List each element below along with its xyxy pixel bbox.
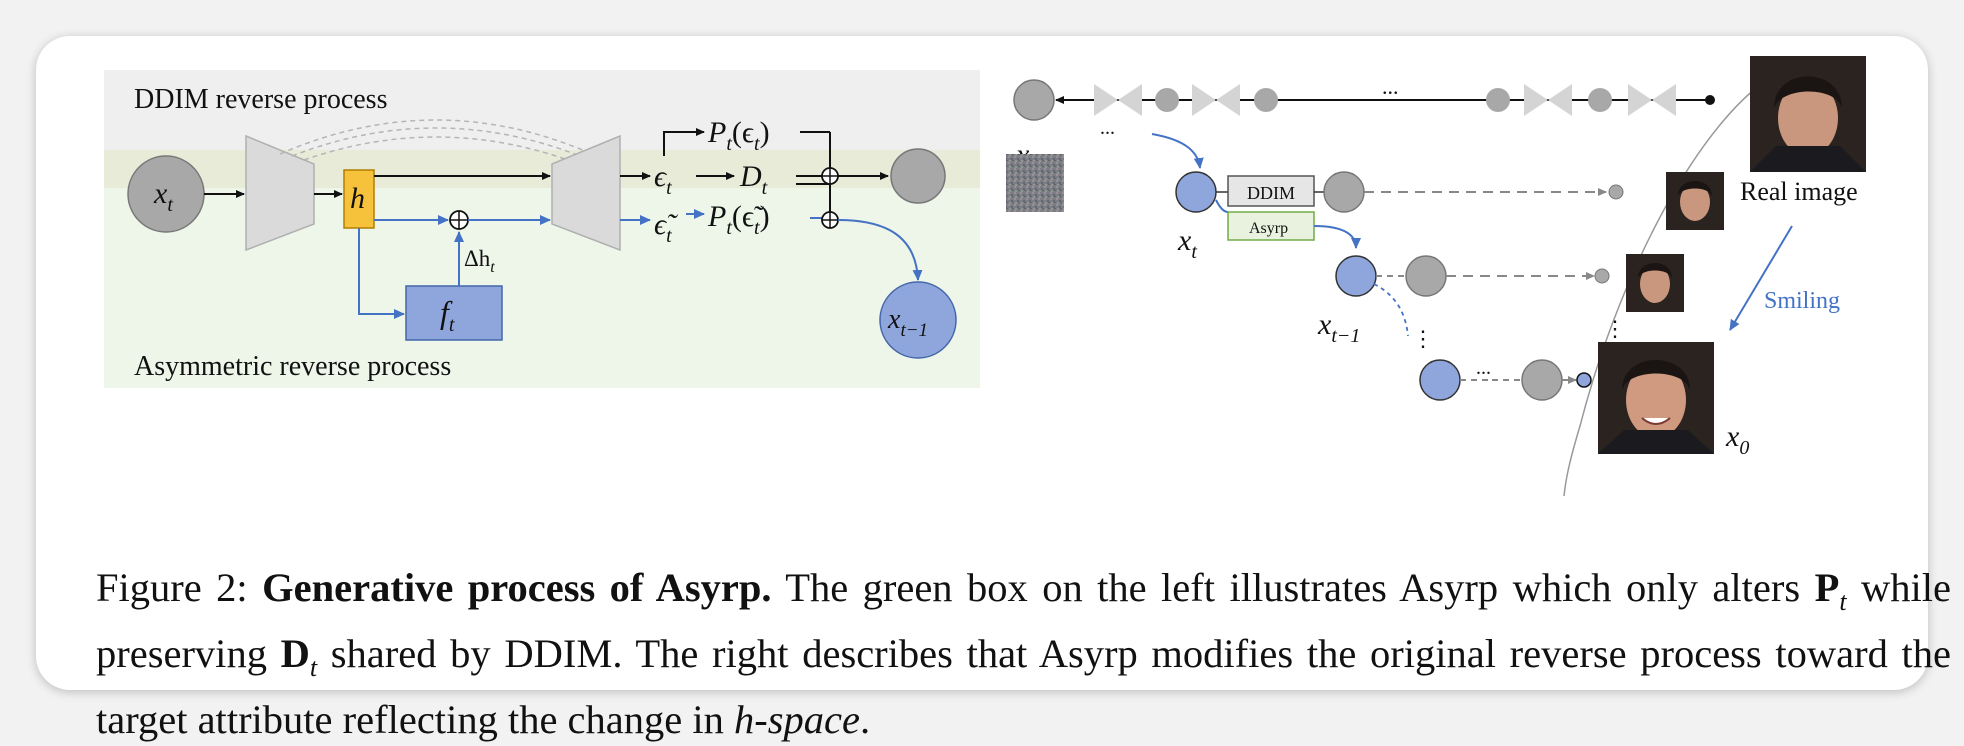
svg-text:xt: xt bbox=[1177, 224, 1197, 263]
svg-text:...: ... bbox=[1476, 357, 1491, 379]
caption-bold-title: Generative process of Asyrp. bbox=[262, 565, 772, 610]
face-thumb-1 bbox=[1666, 172, 1724, 230]
delta-h-label: Δht bbox=[464, 246, 495, 276]
figure-card: DDIM reverse process Asymmetric reverse … bbox=[36, 36, 1951, 742]
edited-image-x0 bbox=[1598, 342, 1714, 454]
x-0-endpoint bbox=[1576, 372, 1592, 388]
vdots-right: ⋮ bbox=[1604, 316, 1626, 341]
asyrp-box bbox=[1227, 211, 1315, 241]
right-panel: xT ... ... xt DDIM Asyrp bbox=[1006, 56, 1866, 497]
skip-connections bbox=[279, 119, 593, 161]
bowtie-blocks bbox=[1094, 84, 1676, 116]
svg-text:Asyrp: Asyrp bbox=[1249, 220, 1288, 237]
asymmetric-reverse-label: Asymmetric reverse process bbox=[134, 351, 451, 382]
svg-text:xt: xt bbox=[153, 177, 173, 216]
real-image bbox=[1750, 56, 1866, 172]
ddim-output-node bbox=[890, 148, 946, 204]
x-T-node bbox=[1013, 79, 1055, 121]
left-panel: DDIM reverse process Asymmetric reverse … bbox=[104, 70, 980, 388]
svg-text:DDIM: DDIM bbox=[1247, 183, 1295, 203]
svg-text:h: h bbox=[350, 182, 365, 215]
d-t-label: Dt bbox=[739, 160, 768, 199]
svg-text:xt−1: xt−1 bbox=[1317, 308, 1360, 347]
bottom-blue-node bbox=[1419, 359, 1461, 401]
unet-decoder bbox=[551, 134, 621, 252]
vdots-left: ⋮ bbox=[1412, 326, 1434, 351]
smiling-arrow bbox=[1729, 225, 1793, 331]
ddim-box bbox=[1227, 175, 1315, 207]
face-thumb-2 bbox=[1626, 254, 1684, 312]
svg-text:xt−1: xt−1 bbox=[887, 304, 928, 341]
svg-text:x0: x0 bbox=[1725, 420, 1749, 459]
p-eps-label: Pt(ϵt) bbox=[707, 116, 770, 155]
top-chain-dots: ... bbox=[1382, 74, 1399, 99]
manifold-curve bbox=[1563, 87, 1757, 497]
noise-image bbox=[1006, 154, 1064, 212]
ddim-reverse-label: DDIM reverse process bbox=[134, 84, 387, 115]
x-t-minus-1-node-right bbox=[1335, 255, 1377, 297]
figure-diagram: DDIM reverse process Asymmetric reverse … bbox=[104, 56, 1866, 497]
unet-encoder bbox=[245, 134, 315, 252]
smiling-label: Smiling bbox=[1764, 288, 1840, 314]
x-t-minus-1-node bbox=[879, 281, 957, 359]
svg-text:...: ... bbox=[1100, 117, 1115, 139]
shared-band bbox=[104, 150, 980, 188]
figure-caption: Figure 2: Generative process of Asyrp. T… bbox=[96, 565, 1951, 743]
x-t-node-right bbox=[1175, 171, 1217, 213]
real-image-label: Real image bbox=[1740, 177, 1858, 206]
p-eps-tilde-label: Pt(ϵ̃t) bbox=[707, 200, 770, 239]
eps-t-label: ϵt bbox=[654, 160, 672, 199]
ddim-band bbox=[104, 70, 980, 150]
f-t-box bbox=[405, 285, 503, 341]
